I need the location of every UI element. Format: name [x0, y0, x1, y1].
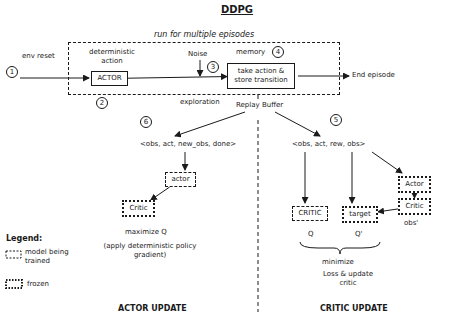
- tuple-label: <obs, act, rew, obs>: [292, 140, 365, 149]
- callout-number: 5: [330, 114, 342, 126]
- connector: [378, 209, 398, 212]
- section-heading: ACTOR UPDATE: [118, 304, 187, 314]
- connector: [128, 77, 227, 79]
- objective-label: minimize: [322, 258, 354, 267]
- annotation: Noise: [188, 50, 207, 59]
- buffer-line: [275, 112, 320, 136]
- critic-box: Critic: [398, 198, 431, 215]
- node-label: actor: [171, 175, 189, 184]
- divider: [258, 120, 259, 312]
- critic-box: Critic: [122, 200, 155, 217]
- callout-number: 4: [272, 46, 284, 58]
- annotation: exploration: [180, 98, 220, 107]
- note: (apply deterministic policy gradient): [100, 242, 200, 260]
- tuple-label: <obs, act, new_obs, done>: [140, 140, 236, 149]
- region-heading: run for multiple episodes: [69, 30, 339, 39]
- process-box: take action & store transition: [227, 63, 295, 89]
- annotation: memory: [236, 48, 265, 57]
- actor-box: Actor: [398, 176, 431, 193]
- annotation: deterministic action: [84, 48, 140, 66]
- signal-label: obs': [404, 219, 418, 228]
- input-arrow: [305, 152, 306, 203]
- node-label: CRITIC: [298, 209, 321, 218]
- flow-arrow: [298, 76, 349, 77]
- node-label: Critic: [405, 202, 423, 211]
- input-arrow: [352, 152, 353, 203]
- brace: [300, 242, 380, 254]
- node-label: ACTOR: [97, 74, 121, 83]
- buffer-line: [258, 95, 259, 99]
- note: Loss & update critic: [316, 270, 380, 288]
- input-label: env reset: [22, 52, 55, 61]
- actor-box: actor: [165, 172, 196, 187]
- signal-label: Q: [308, 230, 314, 239]
- input-arrow: [372, 152, 402, 173]
- flow-arrow: [20, 78, 89, 79]
- critic-box: CRITIC: [292, 206, 328, 221]
- objective-label: maximize Q: [125, 228, 167, 237]
- legend-text: frozen: [27, 280, 71, 289]
- node-label: Critic: [129, 204, 147, 213]
- legend-text: model being trained: [25, 248, 69, 266]
- callout-number: 2: [96, 97, 108, 109]
- connector: [151, 187, 170, 200]
- buffer-line: [175, 112, 245, 136]
- buffer-label: Replay Buffer: [236, 101, 283, 110]
- node-label: take action & store transition: [231, 67, 291, 85]
- noise-arrow: [200, 60, 201, 76]
- legend-heading: Legend:: [6, 234, 42, 244]
- diagram-title: DDPG: [0, 4, 474, 16]
- node-label: Actor: [405, 180, 423, 189]
- section-heading: CRITIC UPDATE: [320, 304, 388, 314]
- output-label: End episode: [352, 71, 395, 80]
- signal-label: Q': [355, 230, 362, 239]
- node-label: target: [349, 210, 370, 219]
- input-arrow: [185, 152, 186, 170]
- target-box: target: [342, 206, 378, 223]
- callout-number: 1: [6, 66, 18, 78]
- actor-box: ACTOR: [91, 71, 128, 86]
- legend-sample-trained: [6, 251, 21, 258]
- callout-number: 6: [140, 116, 152, 128]
- legend-sample-frozen: [6, 280, 22, 288]
- callout-number: 3: [207, 61, 219, 73]
